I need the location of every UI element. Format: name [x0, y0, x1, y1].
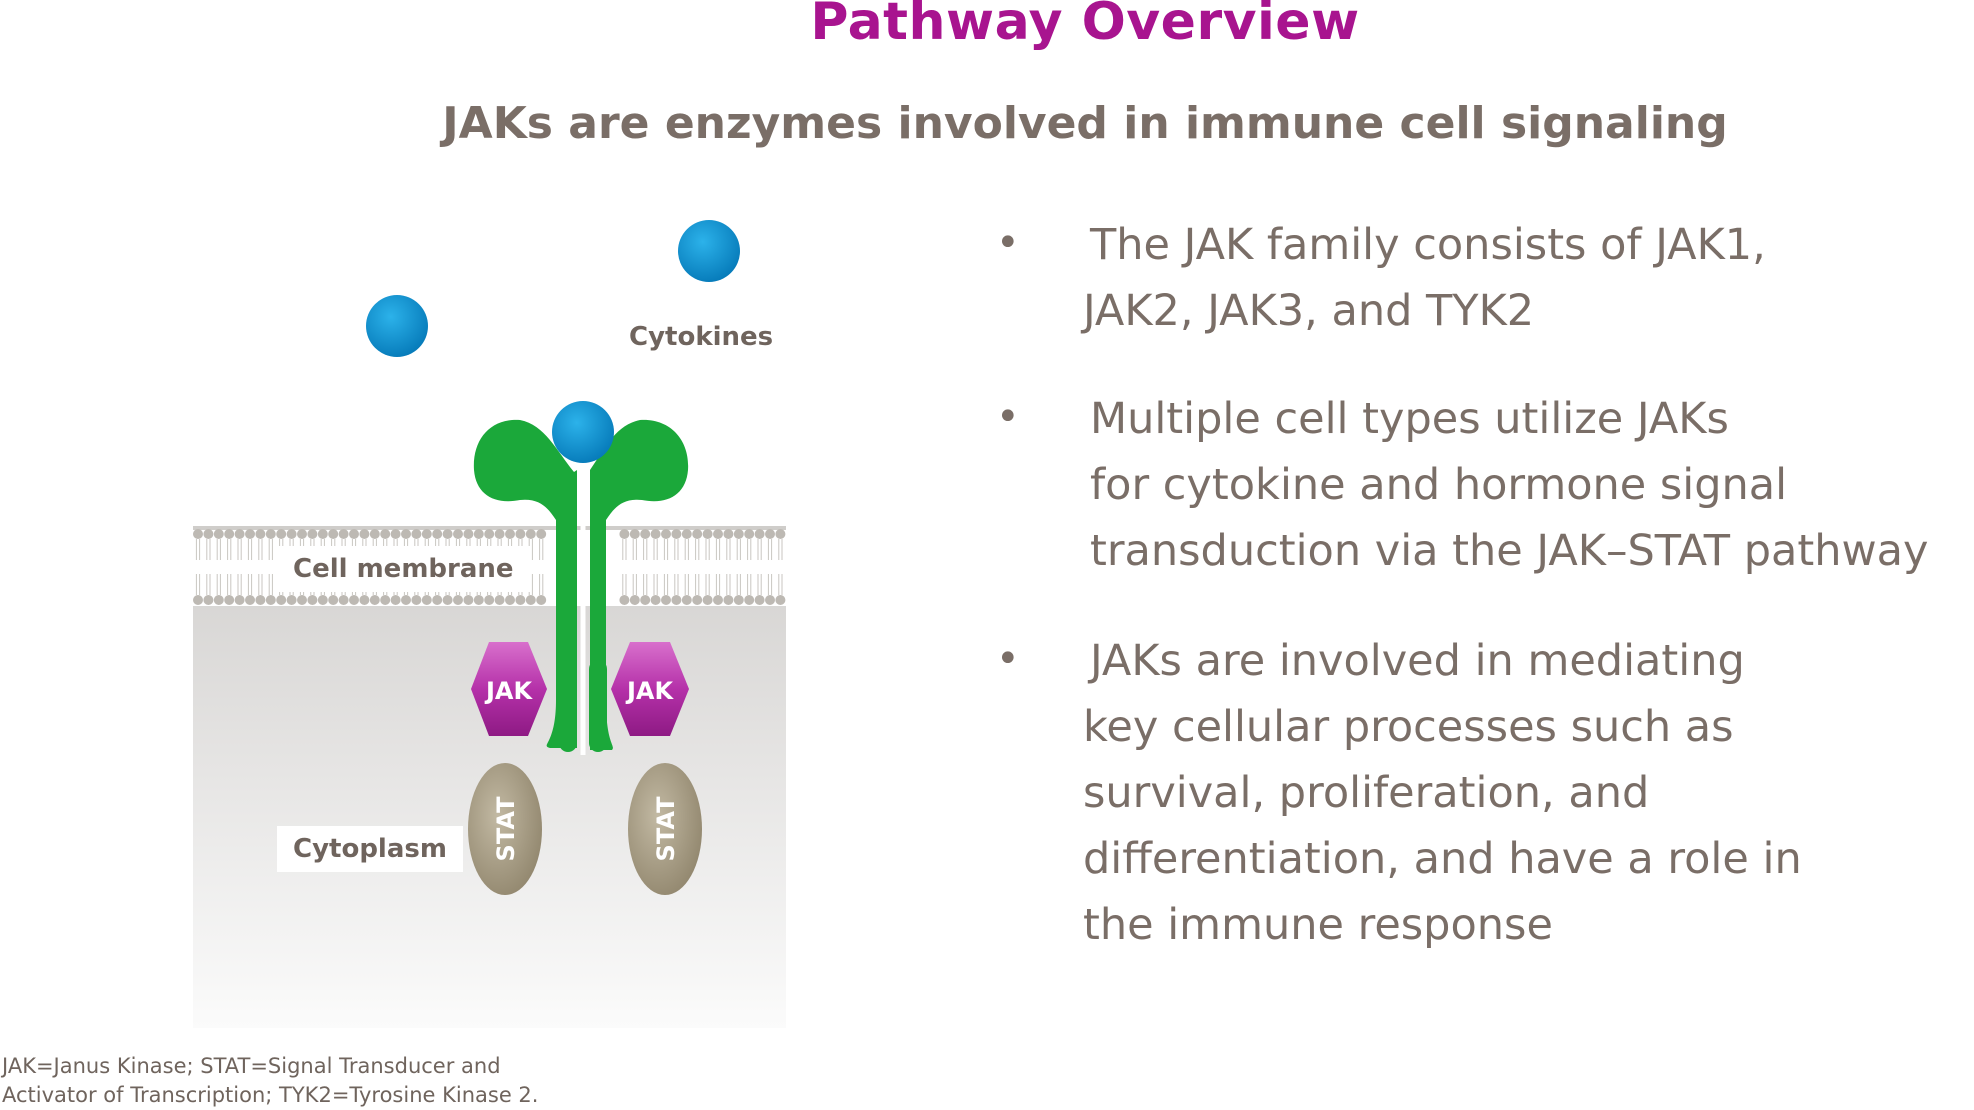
- bullet-2-line-2: for cytokine and hormone signal: [1090, 460, 1788, 510]
- stat-left: [468, 763, 542, 895]
- footnote-line-1: JAK=Janus Kinase; STAT=Signal Transducer…: [2, 1054, 501, 1078]
- bullet-3-line-1: JAKs are involved in mediating: [1090, 636, 1745, 686]
- page-subtitle: JAKs are enzymes involved in immune cell…: [442, 98, 1728, 149]
- page-title: Pathway Overview: [810, 0, 1360, 52]
- bullet-3-line-3: survival, proliferation, and: [1083, 768, 1650, 818]
- bullet-dot: •: [996, 220, 1020, 266]
- cytoplasm-label: Cytoplasm: [277, 826, 463, 872]
- bullet-3-line-5: the immune response: [1083, 900, 1553, 950]
- cytokine-bound: [552, 401, 614, 463]
- footnote-line-2: Activator of Transcription; TYK2=Tyrosin…: [2, 1083, 539, 1107]
- footnote: JAK=Janus Kinase; STAT=Signal Transducer…: [2, 1052, 538, 1110]
- jak-stat-diagram: JAK JAK STAT STAT: [193, 220, 786, 1028]
- jak-right: [611, 642, 689, 736]
- jak-right-label: JAK: [625, 677, 675, 705]
- cytokine-receptor: [473, 419, 689, 755]
- bullet-2-line-1: Multiple cell types utilize JAKs: [1090, 394, 1729, 444]
- bullet-3-line-4: differentiation, and have a role in: [1083, 834, 1802, 884]
- stat-right: [628, 763, 702, 895]
- jak-left: [471, 642, 547, 736]
- cytokine: [366, 295, 428, 357]
- bullet-2-line-3: transduction via the JAK–STAT pathway: [1090, 526, 1929, 576]
- membrane-label: Cell membrane: [277, 546, 530, 592]
- bullet-dot: •: [996, 394, 1020, 440]
- jak-left-label: JAK: [484, 677, 534, 705]
- bullet-1-line-1: The JAK family consists of JAK1,: [1090, 220, 1766, 270]
- stat-left-label: STAT: [492, 796, 520, 862]
- bullet-3-line-2: key cellular processes such as: [1083, 702, 1734, 752]
- bullet-1-line-2: JAK2, JAK3, and TYK2: [1083, 286, 1535, 336]
- bullet-dot: •: [996, 636, 1020, 682]
- stat-right-label: STAT: [652, 796, 680, 862]
- cytokines-label: Cytokines: [629, 322, 774, 352]
- cytokine: [678, 220, 740, 282]
